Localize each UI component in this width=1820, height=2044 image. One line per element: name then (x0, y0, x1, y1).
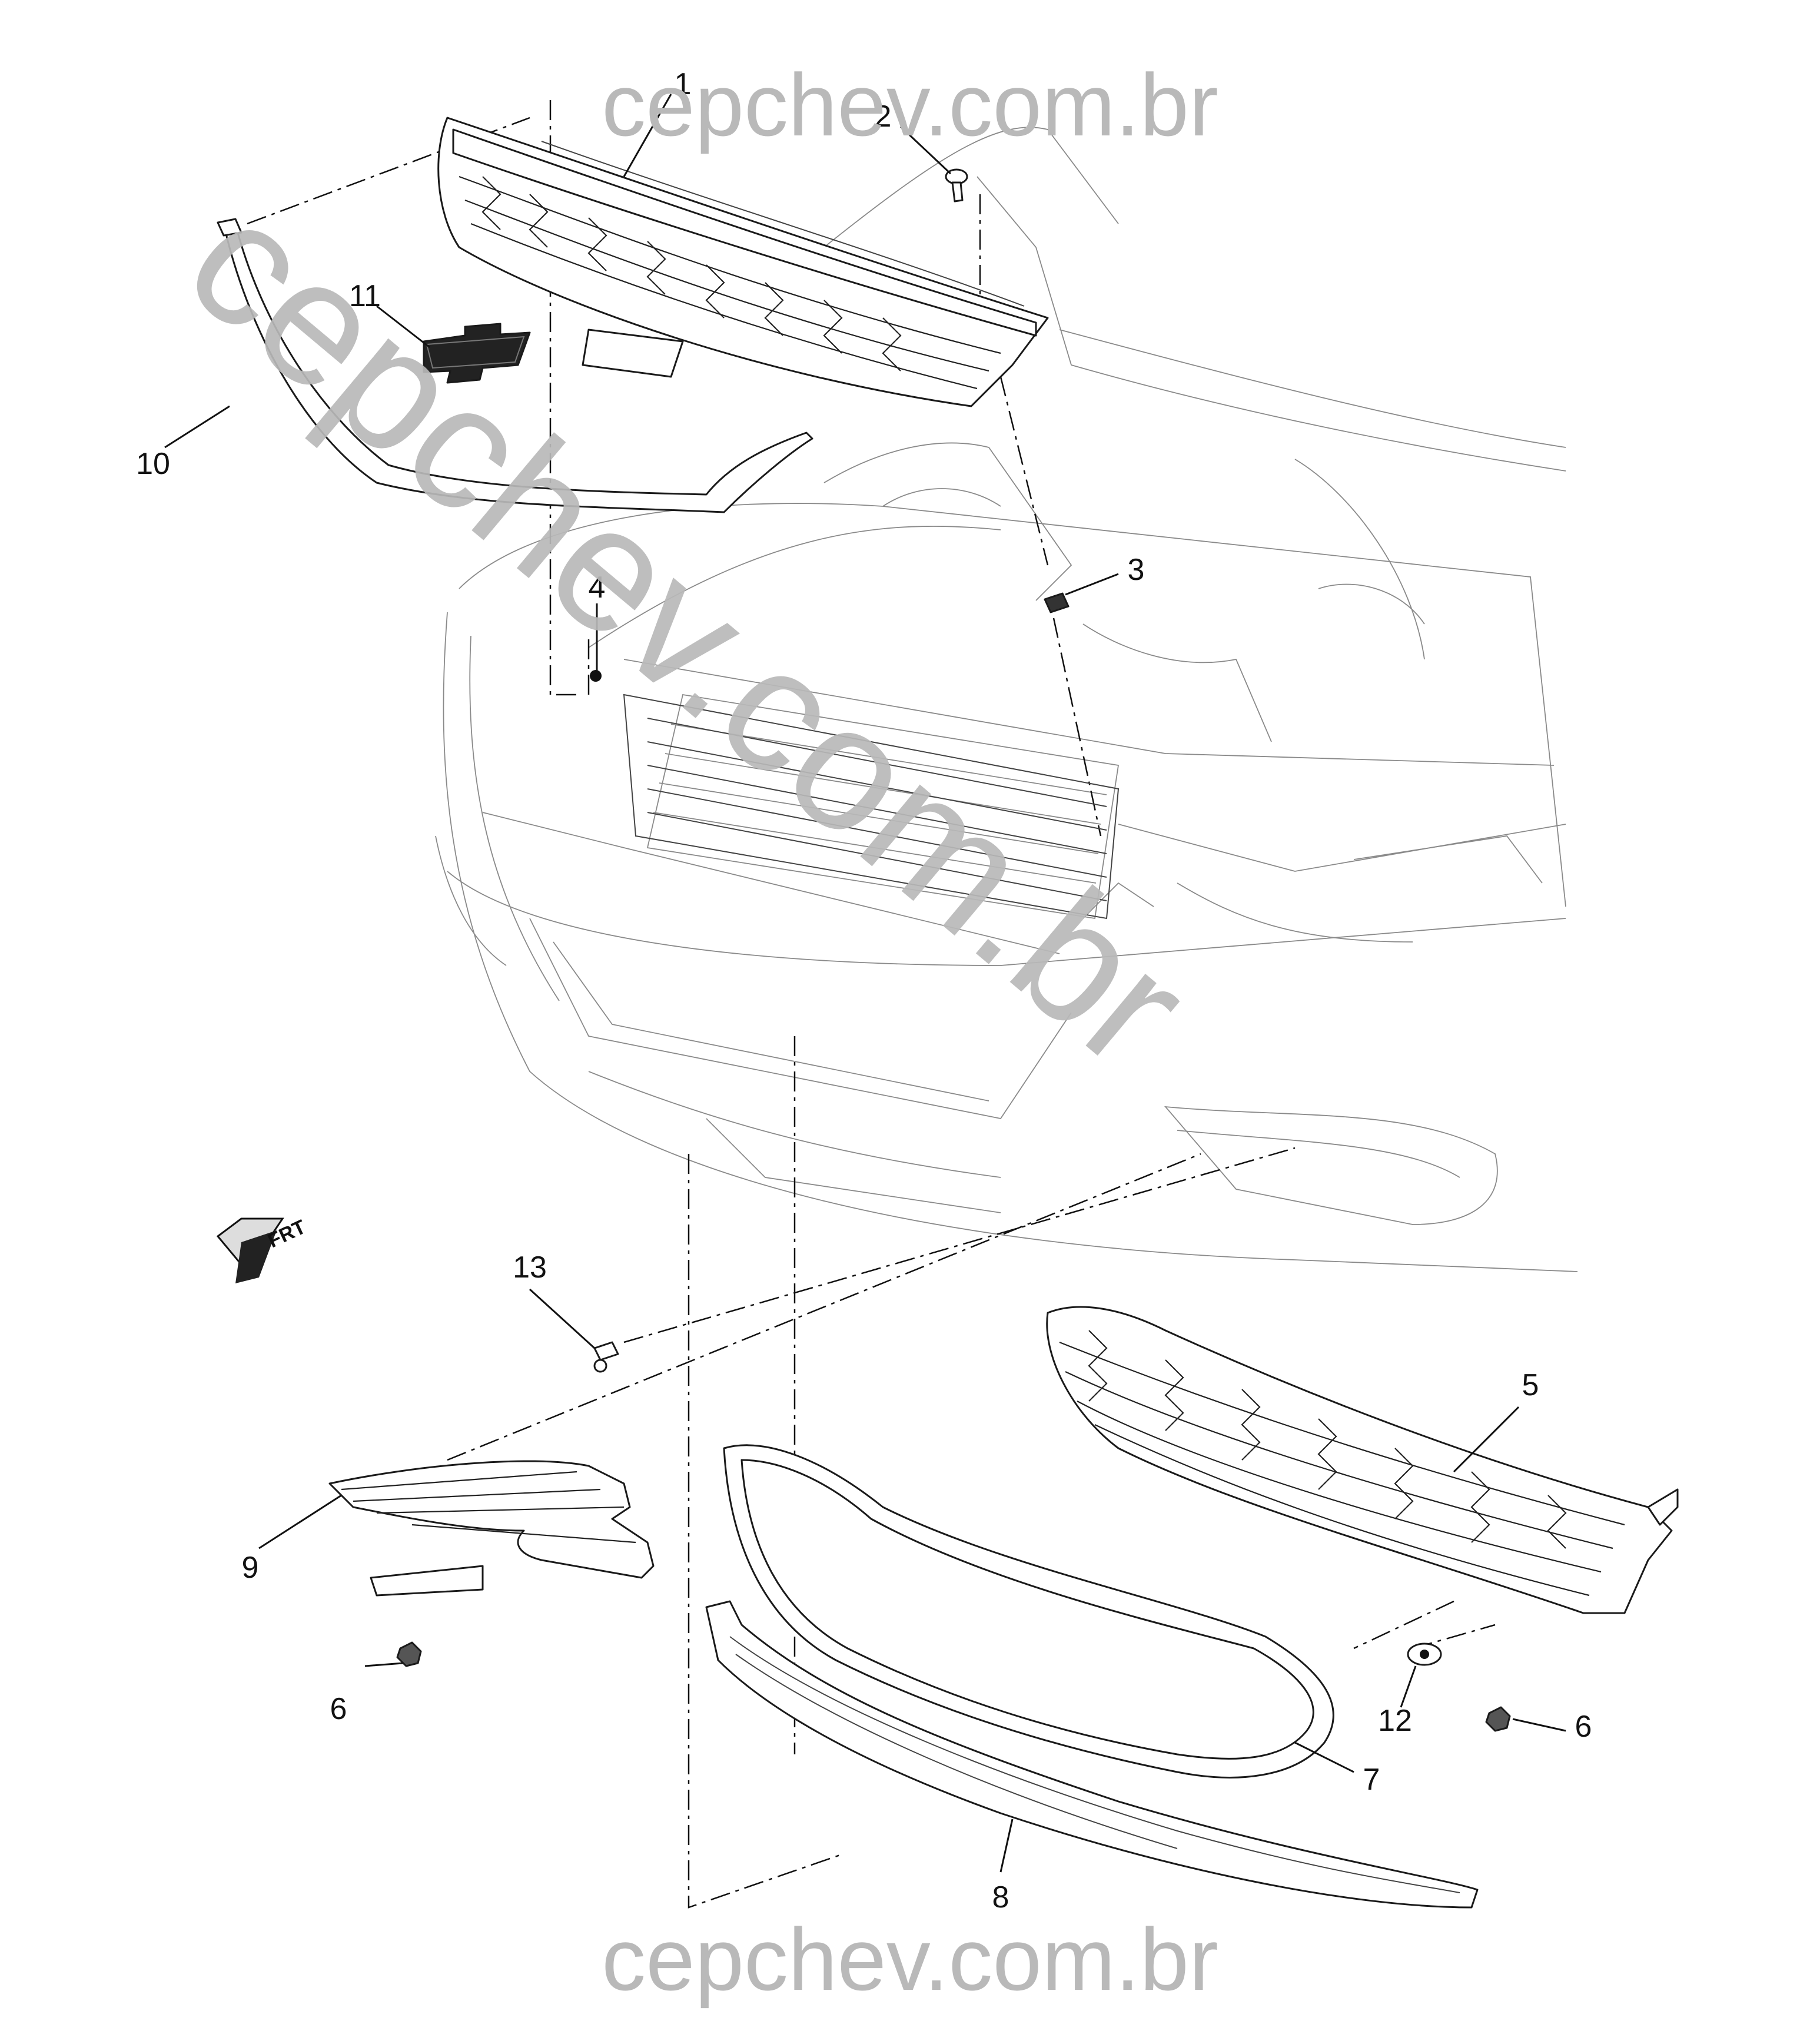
bolt (945, 168, 968, 203)
clip (1044, 592, 1070, 613)
callout-labels: 1 2 3 4 5 6 6 7 8 9 10 11 12 13 (136, 67, 1592, 1914)
lower-deflector-trim (705, 1600, 1479, 1909)
callout-leaders (164, 94, 1566, 1873)
cooling-module (623, 694, 1120, 920)
callout-10: 10 (136, 447, 170, 481)
assembly-guide-lines (247, 100, 1496, 1909)
grille-molding-strip (217, 218, 813, 513)
front-direction-arrow-icon: FRT (216, 1216, 309, 1283)
upper-grille (437, 117, 1049, 407)
callout-1: 1 (675, 67, 692, 101)
pin-fastener (590, 670, 602, 682)
nut-left (396, 1641, 422, 1667)
callout-6-right: 6 (1575, 1710, 1592, 1744)
push-pin (593, 1341, 619, 1373)
callout-4: 4 (589, 570, 606, 605)
lower-grille-frame (723, 1444, 1334, 1778)
bowtie-emblem (423, 323, 531, 384)
callout-5: 5 (1522, 1368, 1539, 1402)
watermark-top: cepchev.com.br (602, 55, 1218, 154)
callout-3: 3 (1128, 553, 1145, 587)
callout-8: 8 (992, 1880, 1009, 1914)
callout-2: 2 (875, 99, 892, 134)
callout-12: 12 (1378, 1704, 1412, 1738)
callout-7: 7 (1363, 1763, 1380, 1797)
callout-6-left: 6 (330, 1692, 347, 1726)
vehicle-front-body (435, 127, 1578, 1272)
side-fog-grille (328, 1460, 655, 1597)
callout-9: 9 (242, 1551, 259, 1585)
callout-13: 13 (513, 1250, 547, 1285)
nut-right (1485, 1706, 1511, 1732)
watermark-bottom: cepchev.com.br (602, 1910, 1218, 2009)
front-camera (1407, 1642, 1442, 1666)
lower-grille (1046, 1306, 1679, 1614)
callout-11: 11 (349, 279, 381, 313)
